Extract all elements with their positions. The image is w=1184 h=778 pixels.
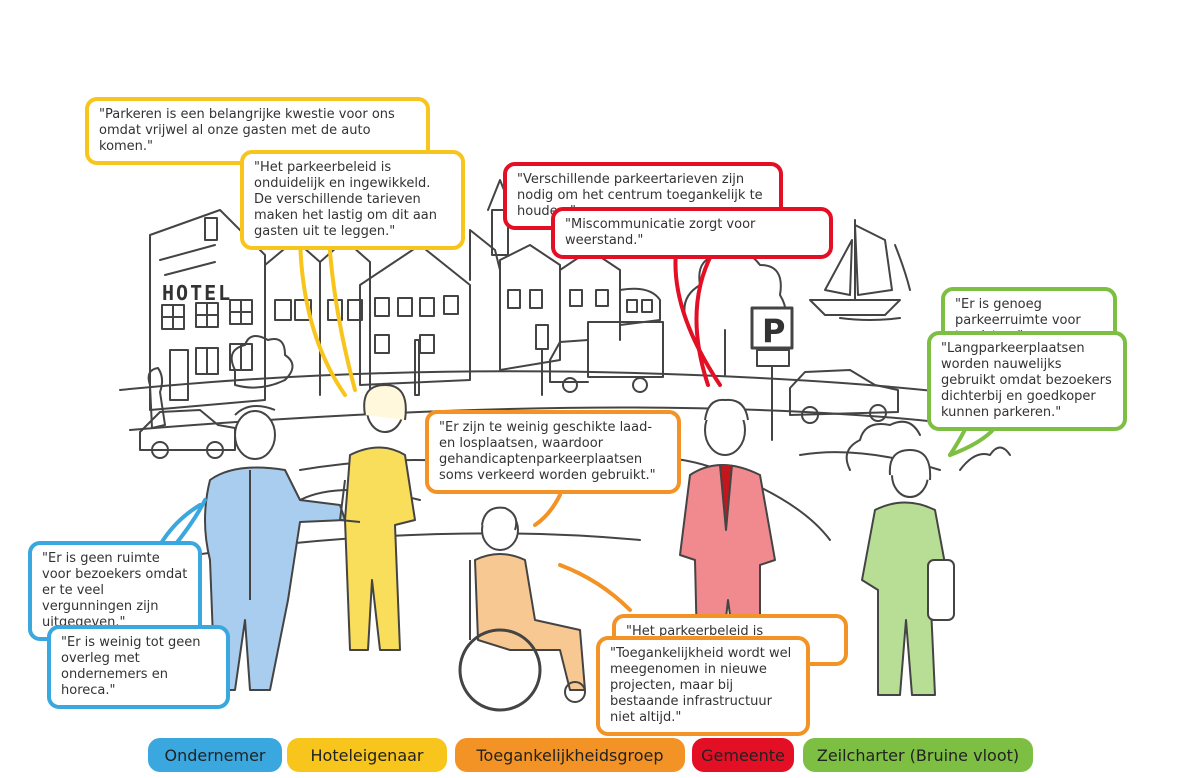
quote-text: "Het parkeerbeleid is onduidelijk en ing… xyxy=(254,160,437,239)
legend-label: Gemeente xyxy=(701,745,785,765)
quote-toegankelijkheid-infrastructuur: "Toegankelijkheid wordt wel meegenomen i… xyxy=(596,636,810,736)
parking-sign-letter: P xyxy=(762,312,785,350)
tail-toeg-2 xyxy=(558,563,632,612)
quote-text: "Er is weinig tot geen overleg met onder… xyxy=(61,635,201,698)
quote-gemeente-miscommunicatie: "Miscommunicatie zorgt voor weerstand." xyxy=(551,207,833,259)
quote-text: "Miscommunicatie zorgt voor weerstand." xyxy=(565,217,756,248)
quote-hoteleigenaar-beleid-onduidelijk: "Het parkeerbeleid is onduidelijk en ing… xyxy=(240,150,465,250)
legend-label: Ondernemer xyxy=(164,745,266,765)
quote-toegankelijkheid-laadplaatsen: "Er zijn te weinig geschikte laad- en lo… xyxy=(425,410,681,494)
quote-text: "Langparkeerplaatsen worden nauwelijks g… xyxy=(941,341,1112,420)
tail-onder-2 xyxy=(173,498,207,547)
person-zeilcharter xyxy=(861,449,955,696)
legend-zeilcharter: Zeilcharter (Bruine vloot) xyxy=(803,738,1033,772)
tail-toeg-1 xyxy=(533,493,562,527)
parking-sign xyxy=(750,306,794,441)
legend-label: Hoteleigenaar xyxy=(310,745,424,765)
sailboat xyxy=(809,219,911,321)
hotel-sign: HOTEL xyxy=(162,281,232,305)
quote-ondernemer-overleg: "Er is weinig tot geen overleg met onder… xyxy=(47,625,230,709)
quote-text: "Toegankelijkheid wordt wel meegenomen i… xyxy=(610,646,792,725)
tail-onder-1 xyxy=(158,503,202,547)
quote-text: "Parkeren is een belangrijke kwestie voo… xyxy=(99,107,395,154)
person-toegankelijkheidsgroep xyxy=(458,506,586,712)
quote-zeilcharter-langparkeren: "Langparkeerplaatsen worden nauwelijks g… xyxy=(927,331,1127,431)
legend-hoteleigenaar: Hoteleigenaar xyxy=(287,738,447,772)
legend-ondernemer: Ondernemer xyxy=(148,738,282,772)
parked-cars xyxy=(139,369,899,459)
traffic-light xyxy=(535,324,549,396)
bystander-figure xyxy=(147,367,166,429)
delivery-truck xyxy=(549,321,664,393)
person-ondernemer xyxy=(204,405,346,691)
quote-text: "Er is geen ruimte voor bezoekers omdat … xyxy=(42,551,188,630)
hotel-building xyxy=(149,209,266,411)
row-houses xyxy=(264,179,661,396)
legend-gemeente: Gemeente xyxy=(692,738,794,772)
person-hoteleigenaar xyxy=(339,384,416,651)
legend-label: Toegankelijkheidsgroep xyxy=(476,745,664,765)
tail-hotel-2 xyxy=(298,228,347,397)
legend-toegankelijkheidsgroep: Toegankelijkheidsgroep xyxy=(455,738,685,772)
quote-text: "Er zijn te weinig geschikte laad- en lo… xyxy=(439,420,656,483)
legend-label: Zeilcharter (Bruine vloot) xyxy=(816,745,1020,765)
